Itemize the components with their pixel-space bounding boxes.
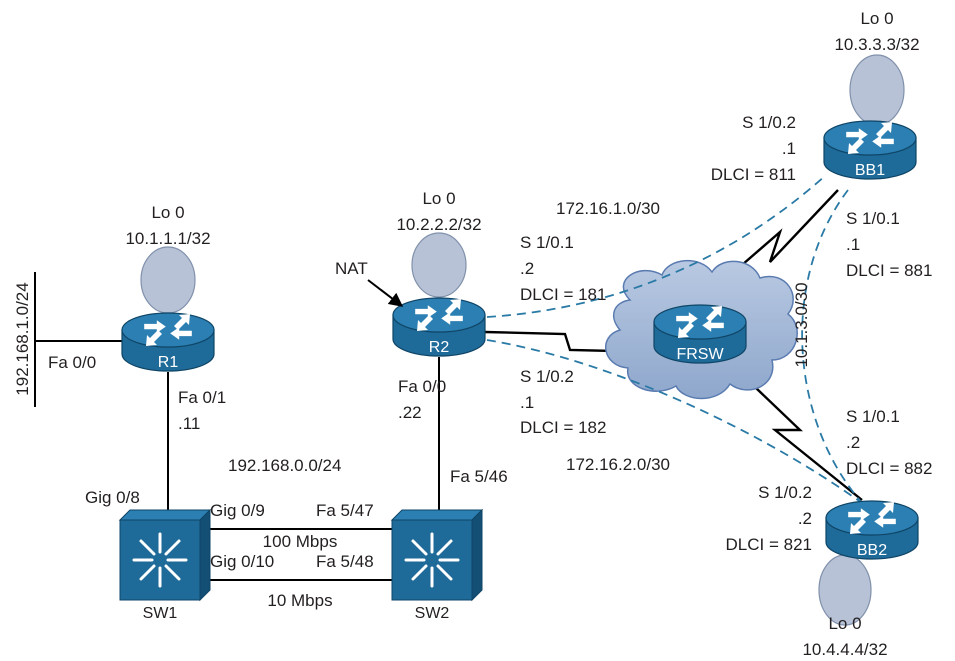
sw1-name: SW1	[143, 605, 178, 622]
bb1-name: BB1	[855, 162, 885, 179]
lan0-subnet-label: 192.168.0.0/24	[228, 456, 341, 475]
sw1-g09-label: Gig 0/9	[210, 501, 265, 520]
bb1-s102-ip: .1	[782, 139, 796, 158]
pvc-r2-bb2	[486, 339, 863, 504]
r2-s102-label: S 1/0.2	[520, 367, 574, 386]
r2-s101-label: S 1/0.1	[520, 233, 574, 252]
speed-100-label: 100 Mbps	[263, 532, 338, 551]
nat-label: NAT	[335, 259, 368, 278]
r1-fa01-ip: .11	[178, 414, 200, 433]
r2-fa00-label: Fa 0/0	[398, 377, 446, 396]
bb1-lo-ip: 10.3.3.3/32	[834, 35, 919, 54]
sw2-switch-icon[interactable]	[390, 508, 484, 602]
subnet-s3-label: 10.1.3.0/30	[792, 282, 811, 367]
r2-name: R2	[429, 339, 450, 356]
bb1-loopback-icon	[849, 54, 905, 126]
bb2-lo-label: Lo 0	[828, 614, 861, 633]
bb2-router-icon[interactable]: BB2	[825, 500, 919, 560]
r1-name: R1	[158, 354, 179, 371]
subnet-s1-label: 172.16.1.0/30	[556, 199, 660, 218]
r1-router-icon[interactable]: R1	[121, 312, 215, 372]
frsw-router-icon[interactable]: FRSW	[653, 304, 747, 364]
r1-lo-ip: 10.1.1.1/32	[125, 229, 210, 248]
r1-lo-label: Lo 0	[151, 203, 184, 222]
bb2-s101-label: S 1/0.1	[846, 407, 900, 426]
sw1-switch-icon[interactable]	[118, 508, 212, 602]
bb1-router-icon[interactable]: BB1	[823, 120, 917, 180]
r1-loopback-icon	[140, 246, 196, 314]
pvc-r2-bb1	[486, 174, 827, 318]
bb1-s101-dlci: DLCI = 881	[846, 261, 932, 280]
r1-fa01-label: Fa 0/1	[178, 388, 226, 407]
bb2-s102-label: S 1/0.2	[758, 483, 812, 502]
bb1-s101-ip: .1	[846, 235, 860, 254]
bb2-s101-dlci: DLCI = 882	[846, 459, 932, 478]
r1-fa00-label: Fa 0/0	[48, 353, 96, 372]
bb2-name: BB2	[857, 542, 887, 559]
sw2-f546-label: Fa 5/46	[450, 467, 508, 486]
r2-s102-ip: .1	[520, 393, 534, 412]
r2-router-icon[interactable]: R2	[392, 297, 486, 357]
bb1-lo-label: Lo 0	[860, 9, 893, 28]
bb2-s102-dlci: DLCI = 821	[726, 535, 812, 554]
r2-s101-dlci: DLCI = 181	[520, 285, 606, 304]
bb1-s101-label: S 1/0.1	[846, 209, 900, 228]
bb2-frsw-serial-link	[734, 367, 863, 501]
bb2-lo-ip: 10.4.4.4/32	[802, 640, 887, 659]
frsw-name: FRSW	[676, 346, 724, 363]
r2-s101-ip: .2	[520, 259, 534, 278]
r2-lo-ip: 10.2.2.2/32	[396, 215, 481, 234]
lan-subnet-label: 192.168.1.0/24	[13, 282, 32, 395]
r2-lo-label: Lo 0	[422, 189, 455, 208]
r2-s102-dlci: DLCI = 182	[520, 418, 606, 437]
speed-10-label: 10 Mbps	[267, 591, 332, 610]
bb2-s101-ip: .2	[846, 433, 860, 452]
bb1-s102-label: S 1/0.2	[742, 113, 796, 132]
r2-loopback-icon	[411, 232, 467, 298]
sw1-g08-label: Gig 0/8	[85, 488, 140, 507]
pvc-bb1-bb2	[801, 189, 863, 504]
sw2-f548-label: Fa 5/48	[316, 552, 374, 571]
nat-arrow-icon	[367, 279, 404, 307]
bb1-s102-dlci: DLCI = 811	[711, 165, 796, 184]
subnet-s2-label: 172.16.2.0/30	[566, 455, 670, 474]
sw2-f547-label: Fa 5/47	[316, 501, 374, 520]
bb2-s102-ip: .2	[798, 509, 812, 528]
r2-fa00-ip: .22	[398, 403, 422, 422]
sw1-g010-label: Gig 0/10	[210, 552, 274, 571]
sw2-name: SW2	[415, 605, 450, 622]
